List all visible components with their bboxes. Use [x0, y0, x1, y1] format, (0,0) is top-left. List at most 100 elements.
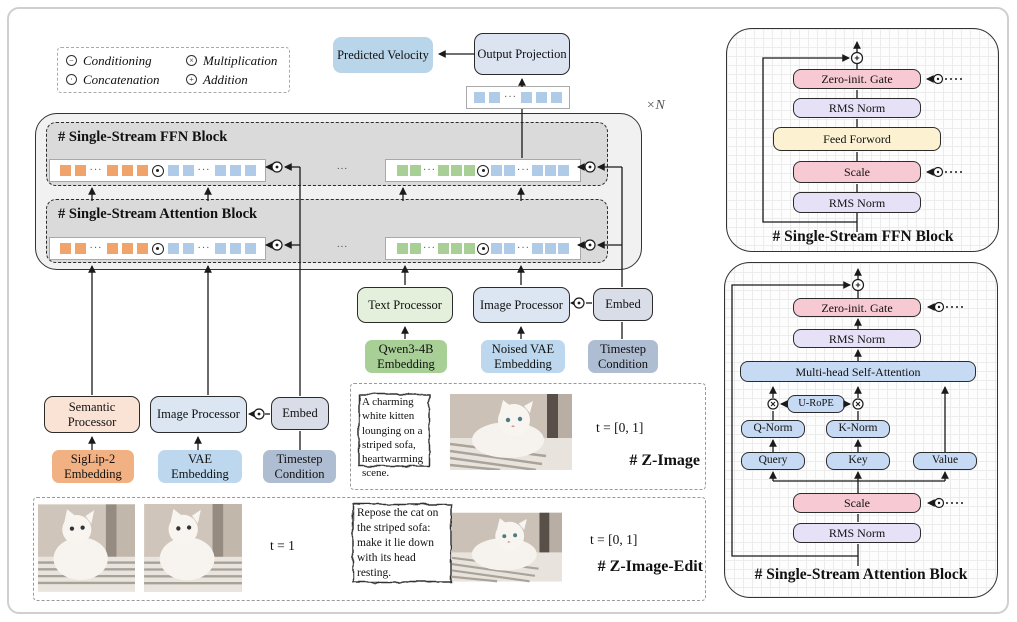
token-square: [536, 92, 547, 103]
ffn-rms-norm-top-box: RMS Norm: [793, 98, 921, 118]
token-square: [121, 243, 133, 254]
token-square: [451, 165, 462, 176]
token-square: [532, 165, 543, 176]
ffn-block-title: # Single-Stream FFN Block: [58, 129, 228, 145]
token-square: [182, 243, 194, 254]
token-square: [244, 243, 256, 254]
token-ellipsis: ···: [89, 165, 103, 176]
legend-box: −Conditioning × Multiplication ·Concatena…: [57, 47, 290, 93]
z-image-prompt-bubble: [358, 393, 430, 467]
token-square: [491, 165, 502, 176]
output-projection-box: Output Projection: [474, 33, 570, 75]
z-image-edit-title: # Z-Image-Edit: [597, 558, 703, 575]
token-square: [244, 165, 256, 176]
token-square: [74, 165, 86, 176]
token-square: [106, 165, 118, 176]
token-square: [229, 165, 241, 176]
token-square: [106, 243, 118, 254]
token-ellipsis: ···: [197, 243, 211, 254]
z-image-t-label: t = [0, 1]: [596, 420, 644, 435]
urope-box: U-RoPE: [787, 395, 845, 413]
token-ellipsis: ···: [517, 165, 530, 176]
legend-label: Conditioning: [83, 52, 152, 68]
attn-scale-box: Scale: [793, 493, 921, 513]
token-square: [521, 92, 532, 103]
token-square: [397, 243, 408, 254]
token-square: [397, 165, 408, 176]
multiplication-icon: ×: [186, 55, 197, 66]
mhsa-box: Multi-head Self-Attention: [740, 361, 976, 382]
token-square: [504, 165, 515, 176]
image-processor-left-box: Image Processor: [150, 396, 247, 433]
token-ellipsis: ···: [517, 243, 530, 254]
token-square: [410, 165, 421, 176]
cat-image-edit-output: [452, 512, 562, 583]
ffn-token-ellipsis: ···: [336, 163, 348, 175]
figure-border: [7, 7, 1009, 614]
token-square: [504, 243, 515, 254]
query-box: Query: [741, 452, 805, 470]
semantic-processor-box: Semantic Processor: [44, 396, 140, 433]
legend-label: Addition: [203, 71, 248, 87]
attention-panel-title: # Single-Stream Attention Block: [754, 566, 968, 583]
token-square: [532, 243, 543, 254]
noised-vae-embedding-box: Noised VAE Embedding: [481, 340, 565, 373]
value-box: Value: [913, 452, 977, 470]
token-square: [545, 165, 556, 176]
token-square: [136, 243, 148, 254]
z-image-edit-t-input-label: t = 1: [270, 538, 295, 553]
ffn-token-strip-left: ··· ···: [49, 159, 266, 182]
token-square: [464, 243, 475, 254]
z-image-edit-prompt-text: Repose the cat on the striped sofa: make…: [357, 507, 439, 579]
attention-token-strip-right: ··· ···: [385, 237, 581, 260]
ffn-zero-init-gate-box: Zero-init. Gate: [793, 69, 921, 89]
attn-zero-init-gate-box: Zero-init. Gate: [793, 298, 921, 317]
embed-left-box: Embed: [271, 397, 329, 430]
q-norm-box: Q-Norm: [741, 420, 805, 438]
token-ellipsis: ···: [423, 165, 436, 176]
repeat-label: ×N: [646, 98, 665, 113]
token-ellipsis: ···: [89, 243, 103, 254]
token-square: [474, 92, 485, 103]
token-square: [551, 92, 562, 103]
attention-token-ellipsis: ···: [336, 241, 348, 253]
attention-block-title: # Single-Stream Attention Block: [58, 206, 258, 222]
siglip-embedding-box: SigLip-2 Embedding: [52, 450, 134, 483]
k-norm-box: K-Norm: [826, 420, 890, 438]
legend-item-conditioning: −Conditioning: [66, 53, 186, 69]
token-square: [410, 243, 421, 254]
addition-icon: +: [186, 74, 197, 85]
image-processor-mid-box: Image Processor: [473, 287, 570, 323]
predicted-velocity-box: Predicted Velocity: [333, 37, 433, 73]
timestep-condition-mid-box: Timestep Condition: [588, 340, 658, 373]
token-square: [167, 165, 179, 176]
output-token-strip: ···: [466, 86, 570, 109]
token-square: [59, 243, 71, 254]
concatenation-icon: ·: [66, 74, 77, 85]
cat-image-edit-input-1: [38, 504, 135, 592]
attention-token-strip-left: ··· ···: [49, 237, 266, 260]
token-square: [136, 165, 148, 176]
legend-item-addition: + Addition: [186, 72, 281, 88]
text-processor-box: Text Processor: [357, 287, 453, 323]
attn-rms-norm-top-box: RMS Norm: [793, 329, 921, 348]
token-ellipsis: ···: [197, 165, 211, 176]
ffn-rms-norm-bottom-box: RMS Norm: [793, 192, 921, 213]
legend-item-concatenation: ·Concatenation: [66, 72, 186, 88]
legend-item-multiplication: × Multiplication: [186, 53, 281, 69]
legend-label: Multiplication: [203, 52, 278, 68]
token-ellipsis: ···: [423, 243, 436, 254]
token-ellipsis: ···: [504, 92, 517, 103]
ffn-token-strip-right: ··· ···: [385, 159, 581, 182]
concat-op-icon: [151, 164, 164, 177]
token-square: [464, 165, 475, 176]
token-square: [438, 165, 449, 176]
feed-forward-box: Feed Forword: [773, 127, 941, 151]
concat-op-icon: [477, 164, 489, 177]
ffn-scale-box: Scale: [793, 161, 921, 183]
z-image-title: # Z-Image: [629, 452, 700, 469]
ffn-panel-title: # Single-Stream FFN Block: [772, 228, 954, 245]
embed-mid-box: Embed: [593, 288, 653, 321]
z-image-edit-t-label: t = [0, 1]: [590, 532, 638, 547]
